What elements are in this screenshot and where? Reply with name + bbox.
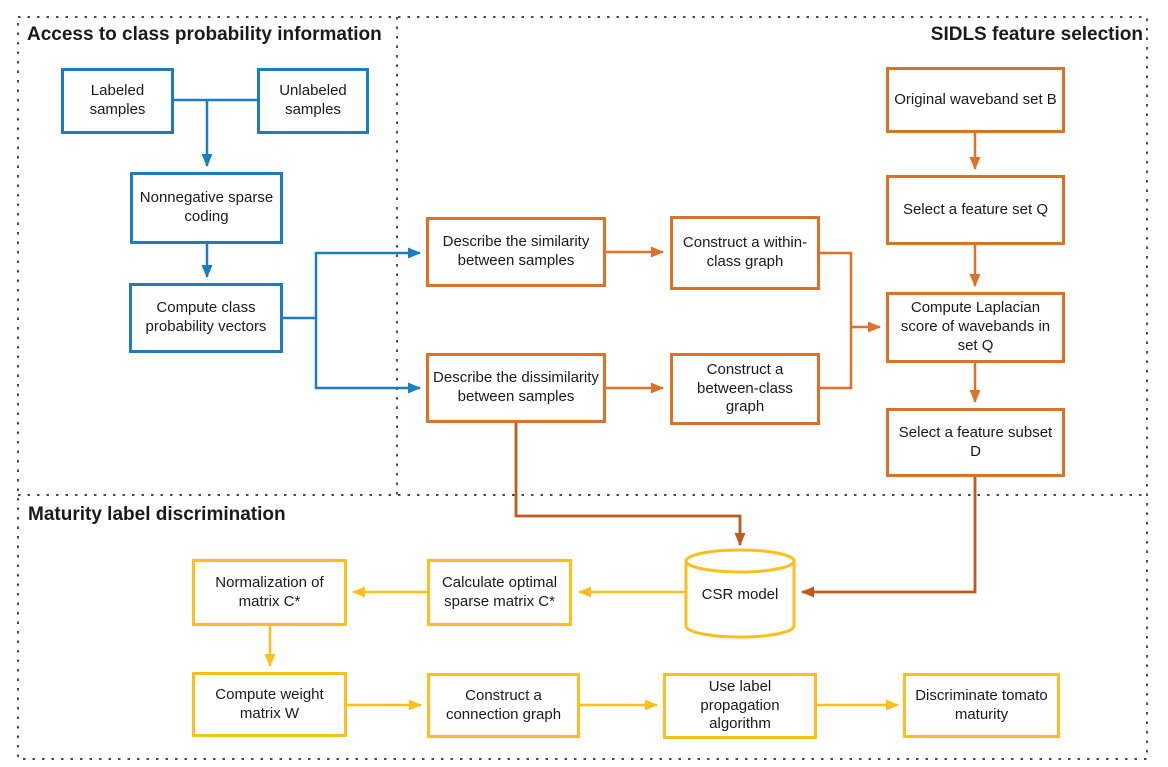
section-frames [17,16,1148,760]
node-describe-similarity: Describe the similarity between samples [426,217,606,287]
blue-connectors [174,98,421,394]
section-title-sidls: SIDLS feature selection [930,24,1143,45]
node-original-waveband-set: Original waveband set B [886,67,1065,133]
csr-cylinder-shape [684,548,796,639]
edge-subset-csr [801,477,977,598]
dark-orange-connectors [514,423,977,598]
node-labeled-samples: Labeled samples [61,68,174,134]
node-compute-class-probability-vectors: Compute class probability vectors [129,283,283,353]
node-label-propagation-algorithm: Use label propagation algorithm [663,673,817,739]
node-calculate-optimal-sparse-matrix: Calculate optimal sparse matrix C* [427,559,572,626]
node-between-class-graph: Construct a between-class graph [670,353,820,425]
edge-withingraph-bracket [820,251,853,327]
node-within-class-graph: Construct a within-class graph [670,216,820,290]
node-discriminate-tomato-maturity: Discriminate tomato maturity [903,673,1060,738]
node-describe-dissimilarity: Describe the dissimilarity between sampl… [426,353,606,423]
edge-betweengraph-bracket [820,327,853,390]
node-construct-connection-graph: Construct a connection graph [427,673,580,738]
node-unlabeled-samples: Unlabeled samples [257,68,369,134]
node-nonnegative-sparse-coding: Nonnegative sparse coding [130,172,283,244]
edge-computevectors-similarity [314,247,421,318]
node-select-feature-set: Select a feature set Q [886,175,1065,245]
edge-dissimilarity-csr [514,423,746,546]
yellow-connectors [264,586,899,711]
node-csr-model: CSR model [701,585,779,603]
orange-connectors [606,133,981,403]
node-compute-laplacian-score: Compute Laplacian score of wavebands in … [886,292,1065,363]
node-normalization-matrix: Normalization of matrix C* [192,559,347,626]
section-title-access: Access to class probability information [27,24,382,45]
node-select-feature-subset: Select a feature subset D [886,408,1065,477]
edge-computevectors-dissimilarity [314,318,421,394]
node-compute-weight-matrix: Compute weight matrix W [192,672,347,737]
section-title-maturity: Maturity label discrimination [28,504,286,525]
